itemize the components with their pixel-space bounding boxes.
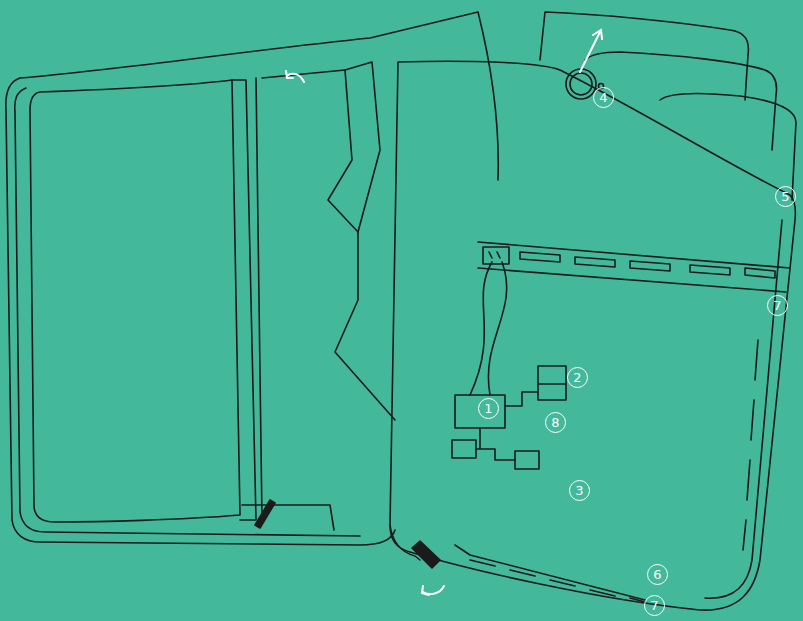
circuit-module (452, 440, 476, 458)
motion-arrow (423, 586, 444, 594)
wire (476, 428, 515, 460)
camera-lens (570, 73, 592, 95)
connector-pin (489, 252, 500, 258)
circuit-module (538, 366, 566, 400)
device-edge (390, 525, 420, 560)
callout-number: 6 (647, 564, 668, 585)
pocket-outline (345, 62, 380, 232)
callout-number: 8 (545, 412, 566, 433)
fold-line (232, 80, 256, 520)
slot (520, 252, 775, 278)
callout-number: 1 (478, 398, 499, 419)
wire (488, 262, 506, 395)
flap-outline (15, 88, 360, 536)
callout-number: 5 (775, 186, 796, 207)
circuit-module (455, 395, 505, 428)
slot (470, 560, 645, 602)
card-outline (660, 93, 796, 200)
callout-number: 3 (569, 480, 590, 501)
motion-arrow (286, 71, 293, 78)
circuit-module (515, 451, 539, 469)
fold-line (256, 78, 262, 520)
zip-tab (255, 500, 275, 528)
camera-lens (566, 69, 596, 99)
zip-tab (412, 541, 440, 568)
connector-chip (483, 247, 509, 264)
slot (743, 340, 758, 550)
circuit-module (538, 383, 566, 385)
callout-number: 7 (767, 295, 788, 316)
motion-arrow (422, 586, 429, 595)
flap-outline (6, 78, 395, 545)
motion-arrow (593, 30, 602, 39)
callout-number: 2 (567, 367, 588, 388)
slot-strip (455, 545, 645, 600)
callout-number: 7 (644, 595, 665, 616)
callout-number: 4 (593, 87, 614, 108)
band (478, 242, 790, 292)
pocket-outline (262, 70, 395, 420)
motion-arrow (580, 30, 601, 72)
wire (505, 392, 538, 406)
flap-outline (20, 12, 498, 180)
card-outline (540, 12, 748, 100)
device-edge (705, 220, 782, 598)
device-body (390, 61, 795, 610)
inner-panel (30, 80, 240, 522)
